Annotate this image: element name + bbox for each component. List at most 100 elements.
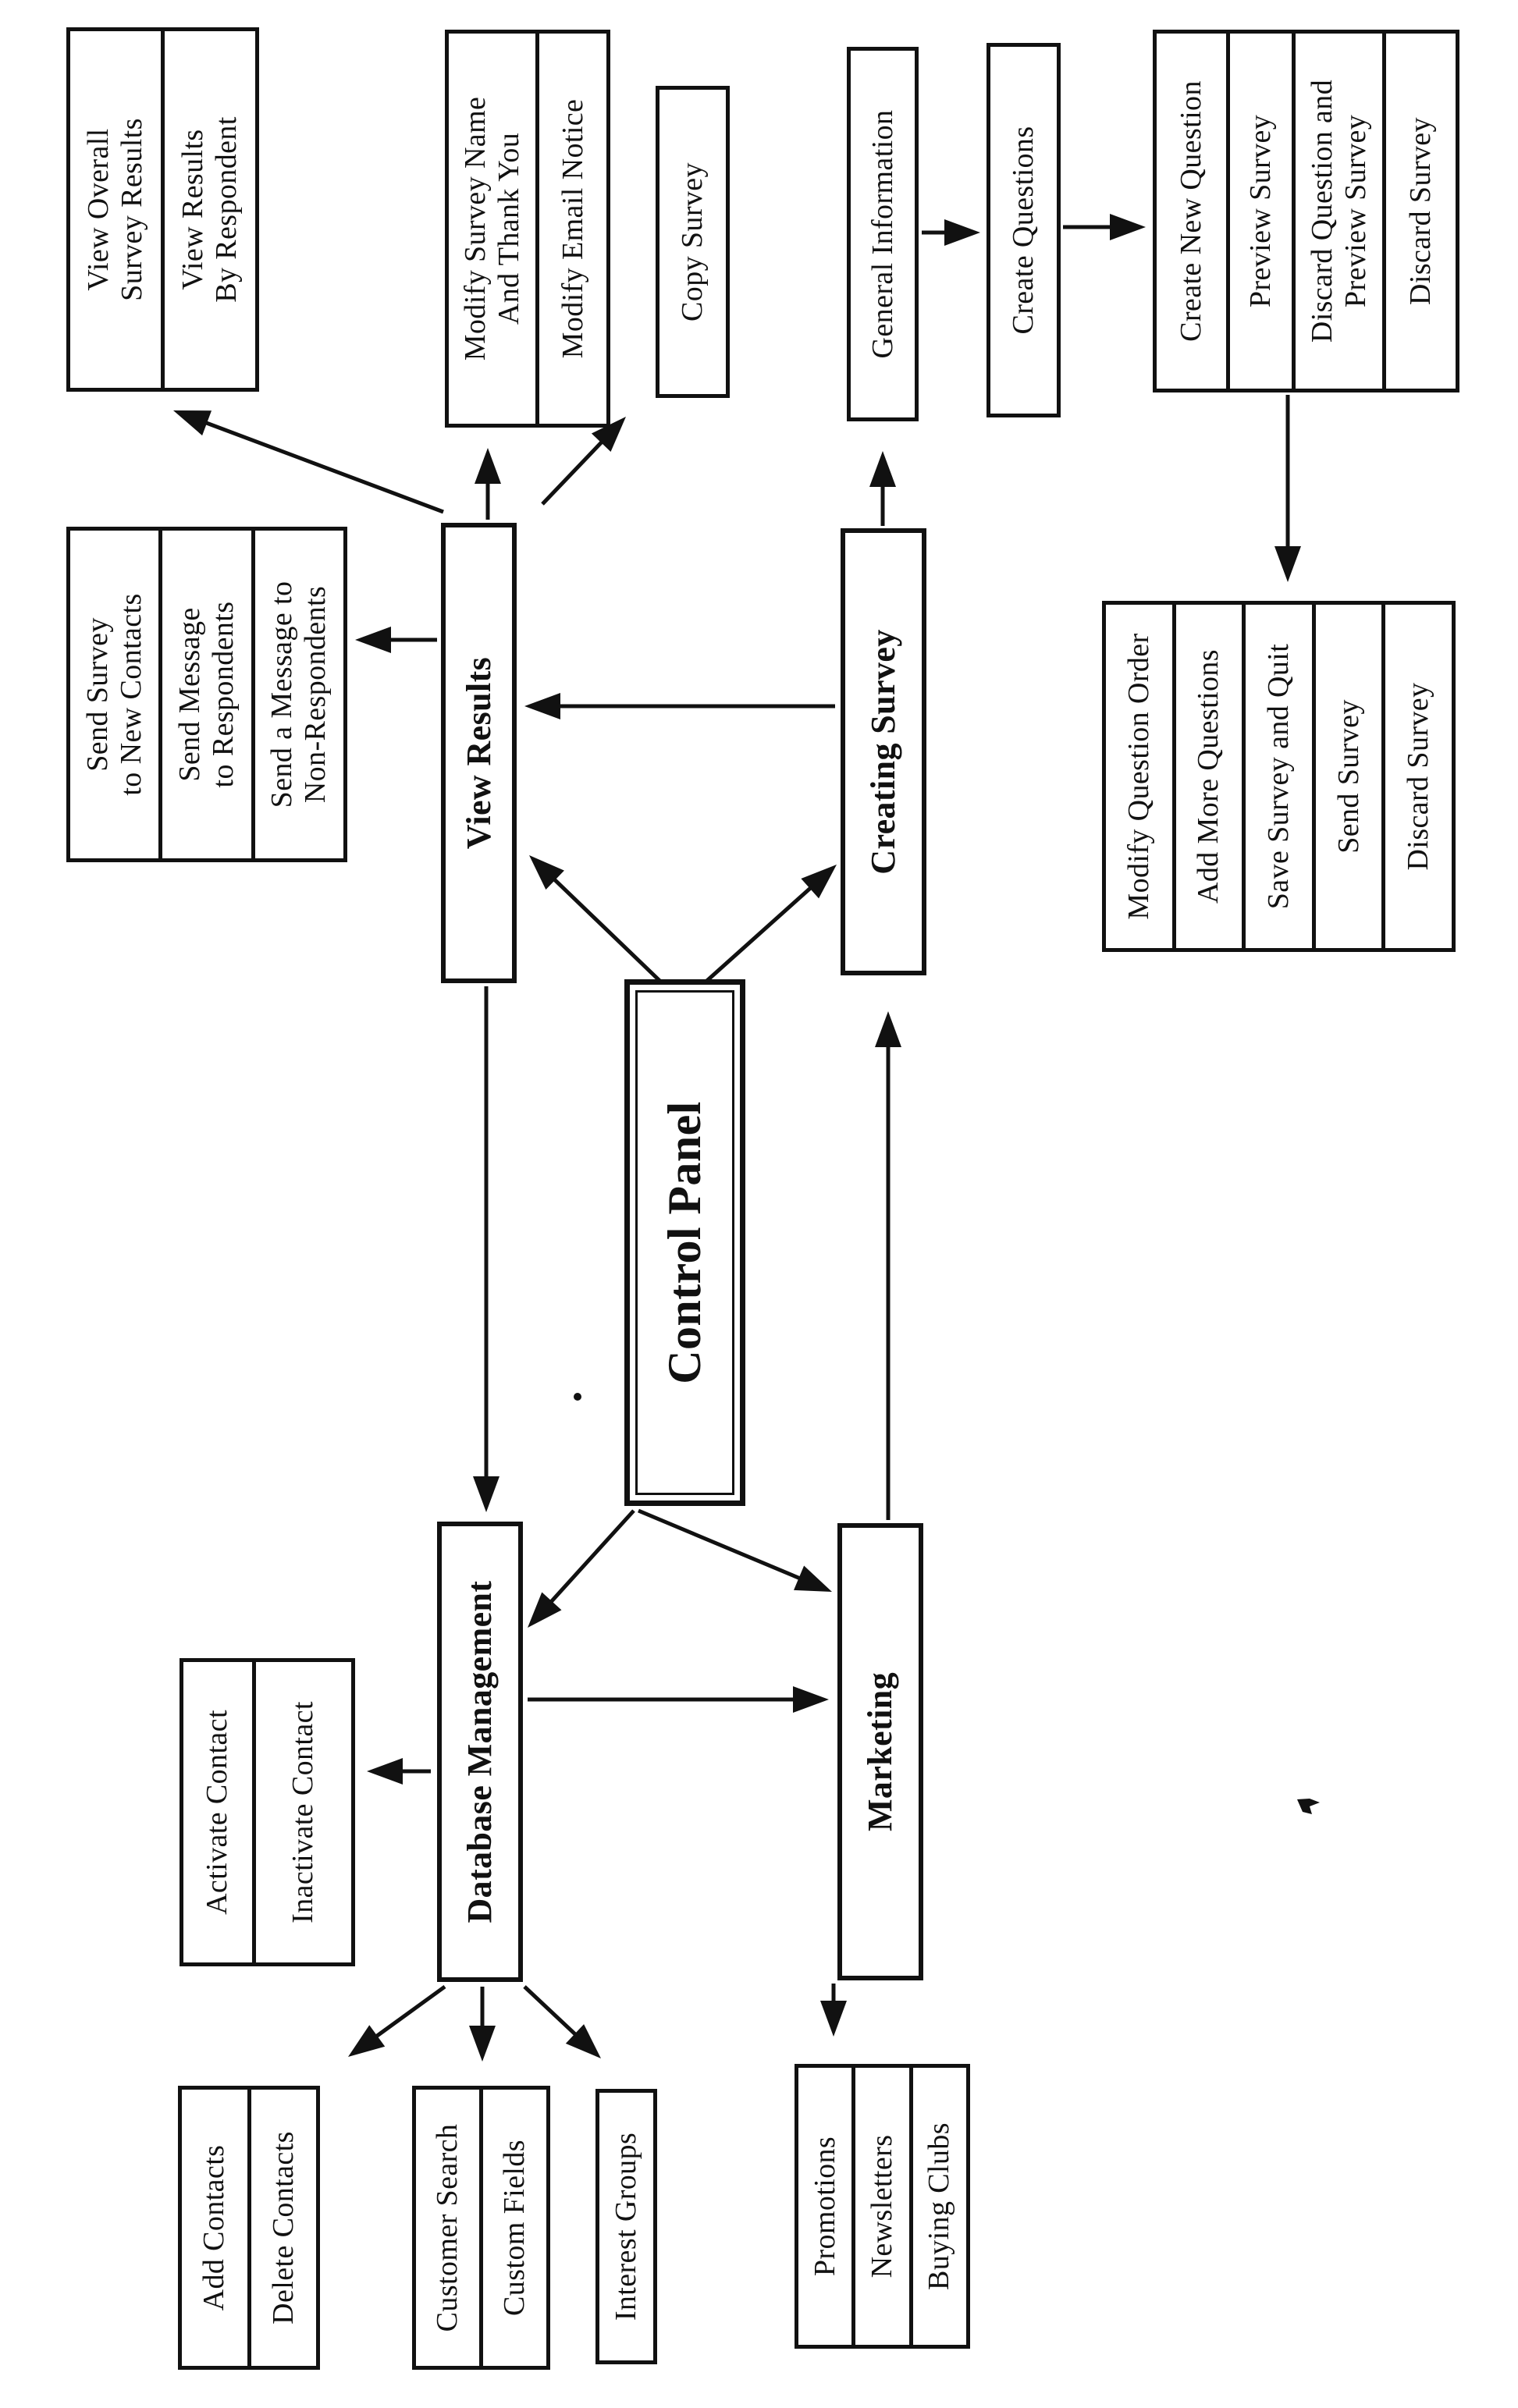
box-cell-label: Delete Contacts	[267, 2090, 300, 2366]
box-cell: Create New Question	[1157, 34, 1226, 389]
box-cell-label: Marketing	[861, 1528, 900, 1976]
arrowhead	[355, 627, 391, 653]
box-text-line: View Results	[459, 656, 498, 850]
arrowhead	[793, 1686, 829, 1713]
box-cell: Marketing	[842, 1528, 919, 1976]
arrow-view-results-to-send-survey-box	[355, 627, 437, 653]
box-text-line: Buying Clubs	[923, 2122, 956, 2290]
box-interest-groups: Interest Groups	[595, 2089, 657, 2364]
box-copy-survey: Copy Survey	[656, 86, 730, 398]
arrowhead	[348, 2025, 386, 2057]
arrowhead	[944, 219, 980, 246]
box-creating-survey: Creating Survey	[841, 528, 926, 975]
box-cell: Delete Contacts	[247, 2090, 316, 2366]
box-cell: Discard Survey	[1381, 605, 1452, 948]
box-text-line: Modify Survey Name	[458, 96, 492, 361]
box-text-line: General Information	[866, 109, 899, 359]
arrowhead	[1110, 214, 1146, 240]
ink-dot	[574, 1393, 581, 1401]
box-text-line: Send Message	[173, 607, 207, 782]
box-cell: Add Contacts	[182, 2090, 247, 2366]
box-customer-data-options: Customer Search Custom Fields	[412, 2086, 550, 2370]
box-text-line: Creating Survey	[864, 629, 903, 875]
box-text-line: Activate Contact	[201, 1710, 234, 1915]
box-text-line: Send Survey	[80, 617, 114, 772]
box-cell-label: Add More Questions	[1192, 605, 1225, 948]
arrowhead	[591, 417, 626, 453]
box-text-line: Discard Survey	[1402, 682, 1435, 871]
box-cell-label: Promotions	[809, 2068, 842, 2345]
arrow-creating-survey-to-general-info	[869, 451, 896, 526]
box-cell: Discard Survey	[1382, 34, 1456, 389]
arrowhead	[869, 451, 896, 487]
box-cell-label: Interest Groups	[610, 2093, 643, 2360]
box-text-line: to Respondents	[206, 601, 240, 788]
box-create-questions: Create Questions	[987, 43, 1061, 417]
box-text-line: Delete Contacts	[266, 2131, 300, 2325]
box-text-line: And Thank You	[492, 132, 525, 325]
arrow-view-results-to-overall-results-box	[173, 410, 444, 514]
box-cell: Customer Search	[416, 2090, 479, 2366]
box-cell: Database Management	[442, 1526, 518, 1977]
box-text-line: Customer Search	[431, 2123, 464, 2332]
arrowhead	[524, 693, 560, 719]
arrowhead	[475, 448, 501, 484]
box-cell-label: View Results	[460, 527, 499, 978]
box-cell: Interest Groups	[599, 2093, 653, 2360]
box-cell-label: Custom Fields	[498, 2090, 531, 2366]
box-cell-label: Copy Survey	[676, 90, 709, 394]
box-cell: Save Survey and Quit	[1242, 605, 1312, 948]
arrowhead	[469, 2026, 496, 2062]
box-general-information: General Information	[847, 47, 919, 421]
box-text-line: to New Contacts	[114, 593, 148, 796]
arrowhead	[1274, 546, 1301, 582]
arrowhead	[528, 1592, 562, 1628]
box-cell: Creating Survey	[845, 533, 922, 971]
box-cell-label: General Information	[866, 51, 900, 417]
ink-blob	[1297, 1799, 1320, 1814]
box-cell: Activate Contact	[183, 1662, 252, 1962]
arrow-control-panel-to-database-management	[528, 1509, 635, 1628]
box-text-line: Save Survey and Quit	[1262, 643, 1296, 910]
box-text-line: Copy Survey	[676, 162, 709, 321]
box-cell-label: Discard Survey	[1404, 34, 1438, 389]
box-cell-label: Modify Email Notice	[556, 34, 590, 424]
box-database-management: Database Management	[437, 1522, 523, 1982]
box-text-line: Inactivate Contact	[286, 1701, 320, 1923]
box-cell-label: Create Questions	[1007, 47, 1040, 414]
arrow-view-results-to-database-management	[473, 986, 499, 1512]
box-text-line: By Respondent	[210, 116, 243, 303]
box-text-line: Interest Groups	[610, 2132, 643, 2321]
box-text-line: Preview Survey	[1338, 114, 1372, 308]
box-view-results: View Results	[441, 523, 517, 983]
box-cell-label: Customer Search	[431, 2090, 464, 2366]
box-cell-label: Database Management	[460, 1526, 499, 1977]
arrow-creating-survey-to-view-results	[524, 693, 835, 719]
box-cell-label: Activate Contact	[201, 1662, 234, 1962]
arrowhead	[565, 2024, 601, 2058]
arrow-database-management-to-interest-groups	[523, 1985, 601, 2058]
arrow-marketing-to-creating-survey	[875, 1011, 901, 1520]
box-text-line: Modify Question Order	[1122, 633, 1155, 920]
box-text-line: Create New Question	[1174, 80, 1207, 342]
arrow-control-panel-to-view-results	[529, 855, 673, 993]
arrow-marketing-to-promotions	[820, 1984, 847, 2037]
box-cell-label: Creating Survey	[864, 533, 903, 971]
box-cell: Promotions	[798, 2068, 851, 2345]
arrow-view-results-to-modify-survey-box	[475, 448, 501, 520]
arrow-database-management-to-marketing	[528, 1686, 829, 1713]
arrowhead	[794, 1565, 832, 1592]
box-cell: General Information	[851, 51, 915, 417]
box-text-line: Promotions	[808, 2136, 841, 2277]
